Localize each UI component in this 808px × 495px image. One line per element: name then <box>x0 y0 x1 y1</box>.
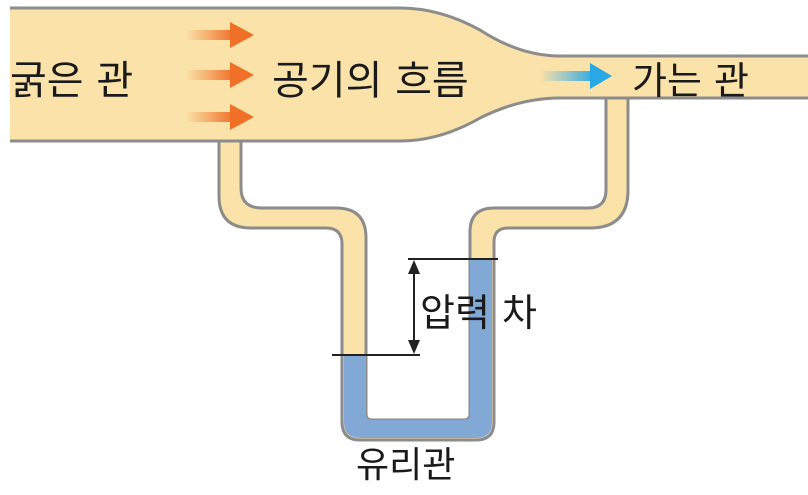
air-pipe-outline <box>10 6 808 143</box>
glass-tube-label: 유리관 <box>356 445 456 486</box>
flow-arrow-icon <box>186 62 254 88</box>
thin-pipe-label: 가는 관 <box>632 59 749 103</box>
thick-pipe-label: 굵은 관 <box>10 58 134 104</box>
pressure-difference-marker <box>332 258 498 356</box>
glass-tube-liquid <box>344 260 492 438</box>
flow-arrow-icon <box>186 22 254 48</box>
thin-pipe-flow-arrow-icon <box>540 63 612 89</box>
air-pipe <box>10 8 808 141</box>
thick-pipe-flow-arrows <box>186 22 254 130</box>
air-flow-label: 공기의 흐름 <box>272 58 469 104</box>
pressure-difference-label: 압력 차 <box>420 291 537 335</box>
flow-arrow-icon <box>186 104 254 130</box>
